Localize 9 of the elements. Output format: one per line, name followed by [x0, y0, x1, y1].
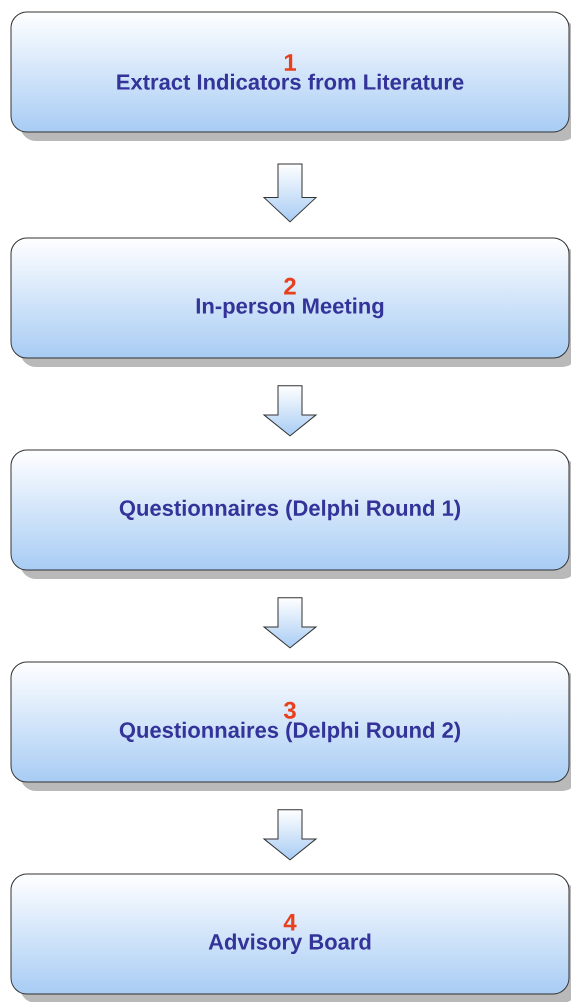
- block-arrow: [263, 809, 317, 861]
- block-arrow: [263, 163, 317, 223]
- block-arrow: [263, 385, 317, 437]
- process-box: 1 Extract Indicators from Literature: [10, 11, 571, 141]
- process-box: 3 Questionnaires (Delphi Round 2): [10, 661, 571, 791]
- process-box: 4 Advisory Board: [10, 873, 571, 1002]
- process-box: 2 In-person Meeting: [10, 237, 571, 367]
- block-arrow: [263, 597, 317, 649]
- process-box: Questionnaires (Delphi Round 1): [10, 449, 571, 579]
